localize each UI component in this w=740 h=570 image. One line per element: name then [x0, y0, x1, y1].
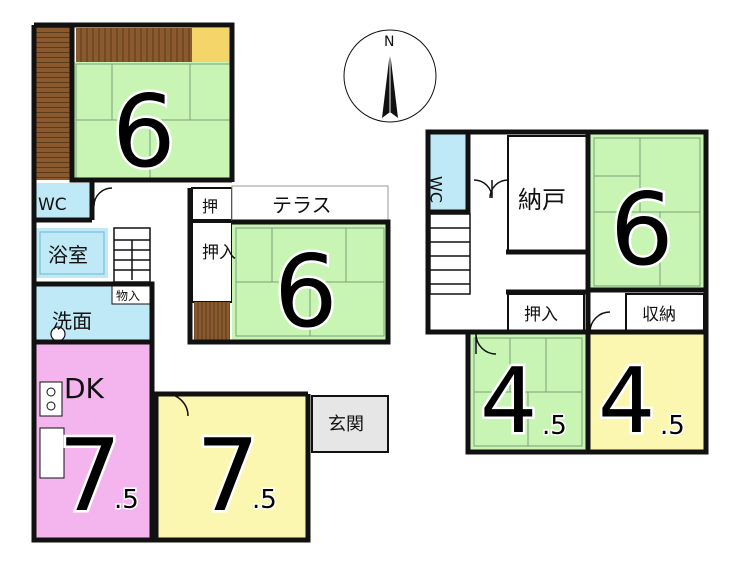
room-size-western-2f-decimal: .5 [660, 411, 685, 441]
room-size-f2-south-decimal: .5 [542, 411, 567, 441]
stove-icon [39, 381, 63, 417]
western-room-2f [590, 334, 704, 450]
wc-label-2f: WC [427, 176, 446, 203]
bath-label: 浴室 [48, 243, 88, 267]
stairs-1f [113, 227, 151, 283]
tatami-room-north [72, 62, 232, 180]
room-size-dk: 7 [58, 417, 122, 534]
kitchen-sink-icon [39, 427, 65, 479]
room-size-f2-south: 4 [480, 349, 537, 454]
tokonoma-wood [76, 28, 192, 62]
room-size-f2-north: 6 [610, 171, 674, 288]
wc-label-1f: WC [38, 195, 67, 215]
stairs-2f [429, 213, 471, 295]
room-size-western-1f-decimal: .5 [252, 485, 277, 515]
closet-label-1f: 押入 [202, 243, 236, 263]
room-size-f1-north: 6 [112, 73, 176, 190]
compass: N [343, 29, 437, 123]
wc-1f [36, 183, 92, 219]
storeroom-label: 納戸 [518, 186, 566, 214]
room-size-western-1f: 7 [196, 417, 260, 534]
wood-floor-strip [36, 27, 70, 180]
room-size-western-2f: 4 [598, 349, 655, 454]
bathroom [36, 228, 108, 278]
tokonoma-yellow [192, 28, 230, 62]
western-room-1f [156, 394, 308, 538]
storage-small-label: 物入 [116, 289, 140, 303]
dk-label: DK [64, 372, 105, 405]
storage-label-2f: 収納 [642, 305, 676, 325]
compass-north-label: N [384, 34, 394, 50]
room-size-f1-center: 6 [274, 233, 338, 350]
wc-2f [430, 134, 466, 210]
entrance [311, 395, 389, 453]
floor-1 [31, 22, 391, 543]
closet-label-2f: 押入 [524, 305, 558, 325]
room-size-dk-decimal: .5 [114, 485, 139, 515]
entrance-label: 玄関 [328, 414, 364, 435]
terrace [231, 185, 389, 221]
terrace-label: テラス [272, 193, 332, 217]
floor-2 [425, 129, 709, 455]
washroom-label: 洗面 [52, 309, 92, 333]
closet-top-label: 押 [202, 197, 218, 216]
